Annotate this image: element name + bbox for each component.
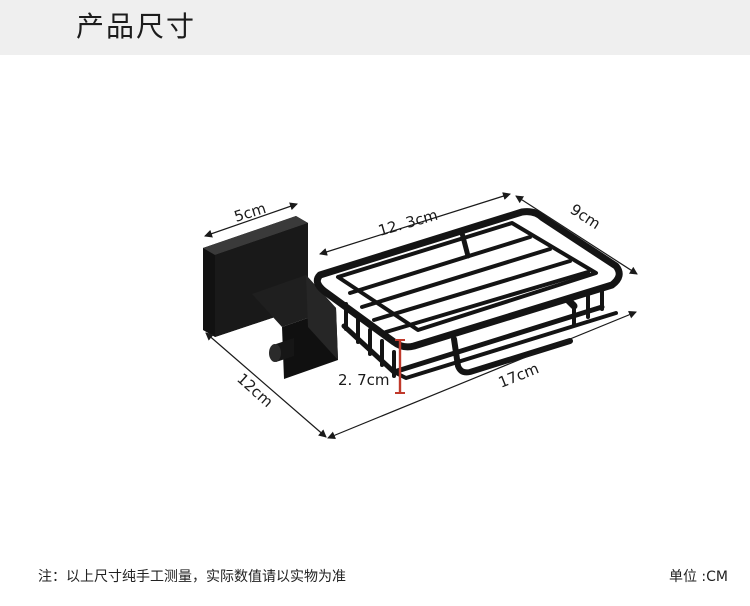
basket-height-marker [395,339,405,394]
basket-height-label: 2. 7cm [338,371,389,389]
basket-depth-label: 9cm [567,200,604,233]
unit-label: 单位 :CM [668,569,728,585]
dimension-guides [204,192,638,440]
soap-dish-illustration [203,208,623,380]
page-title: 产品尺寸 [76,10,197,43]
mount-width-label: 5cm [232,199,268,226]
basket-length-label: 12. 3cm [376,206,440,240]
measurement-note: 注：以上尺寸纯手工测量，实际数值请以实物为准 [38,569,346,585]
header-band [0,0,750,55]
wire-basket [313,208,623,380]
